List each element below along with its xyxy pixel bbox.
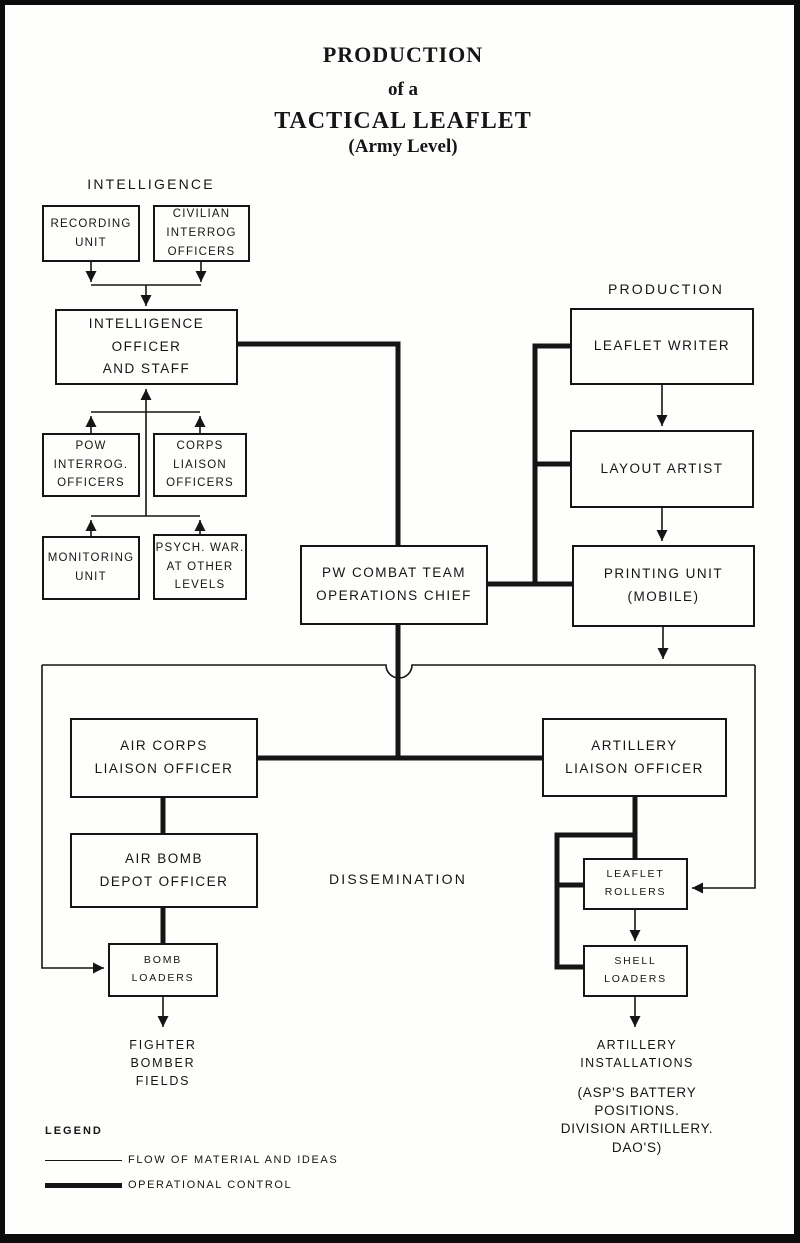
legend-thick-line-sample (45, 1183, 122, 1188)
box-leaflet-rollers: LEAFLET ROLLERS (583, 858, 688, 910)
operational-control-lines (160, 341, 638, 970)
terminal-artillery-note: (ASP'S BATTERY POSITIONS. DIVISION ARTIL… (560, 1085, 714, 1155)
flow-bus-to-bomb-loaders (41, 665, 104, 974)
box-printing-unit-mobile: PRINTING UNIT (MOBILE) (572, 545, 755, 627)
box-artillery-liaison-officer: ARTILLERY LIAISON OFFICER (542, 718, 727, 797)
title-line-3: TACTICAL LEAFLET (274, 108, 532, 134)
box-layout-artist: LAYOUT ARTIST (570, 430, 754, 508)
legend-heading: LEGEND (45, 1125, 103, 1137)
title-line-4: (Army Level) (348, 136, 458, 157)
section-heading-production: PRODUCTION (607, 281, 725, 297)
page-title: PRODUCTION of a TACTICAL LEAFLET (Army L… (274, 42, 532, 158)
ctl-production-riser (532, 343, 570, 584)
flow-bus-to-leaflet-rollers (692, 665, 756, 894)
section-heading-intelligence: INTELLIGENCE (87, 176, 215, 192)
legend-thin-line-label: FLOW OF MATERIAL AND IDEAS (128, 1154, 339, 1166)
box-monitoring-unit: MONITORING UNIT (42, 536, 140, 600)
legend-thin-line-sample (45, 1160, 122, 1161)
ctl-intel-to-pwchief (238, 341, 401, 545)
box-pow-interrog-officers: POW INTERROG. OFFICERS (42, 433, 140, 497)
title-line-2: of a (387, 79, 419, 100)
section-heading-dissemination: DISSEMINATION (328, 871, 468, 887)
box-pw-combat-team-operations-chief: PW COMBAT TEAM OPERATIONS CHIEF (300, 545, 488, 625)
terminal-artillery-installations: ARTILLERY INSTALLATIONS (580, 1038, 694, 1070)
box-air-corps-liaison-officer: AIR CORPS LIAISON OFFICER (70, 718, 258, 798)
box-intelligence-officer-and-staff: INTELLIGENCE OFFICER AND STAFF (55, 309, 238, 385)
terminal-fighter-bomber-fields: FIGHTER BOMBER FIELDS (129, 1038, 197, 1088)
box-psych-war-at-other-levels: PSYCH. WAR. AT OTHER LEVELS (153, 534, 247, 600)
box-civilian-interrog-officers: CIVILIAN INTERROG OFFICERS (153, 205, 250, 262)
title-line-1: PRODUCTION (322, 42, 484, 67)
box-bomb-loaders: BOMB LOADERS (108, 943, 218, 997)
box-leaflet-writer: LEAFLET WRITER (570, 308, 754, 385)
box-recording-unit: RECORDING UNIT (42, 205, 140, 262)
box-shell-loaders: SHELL LOADERS (583, 945, 688, 997)
ctl-artillery-branch (554, 832, 635, 970)
box-corps-liaison-officers: CORPS LIAISON OFFICERS (153, 433, 247, 497)
box-air-bomb-depot-officer: AIR BOMB DEPOT OFFICER (70, 833, 258, 908)
legend-thick-line-label: OPERATIONAL CONTROL (128, 1179, 293, 1191)
